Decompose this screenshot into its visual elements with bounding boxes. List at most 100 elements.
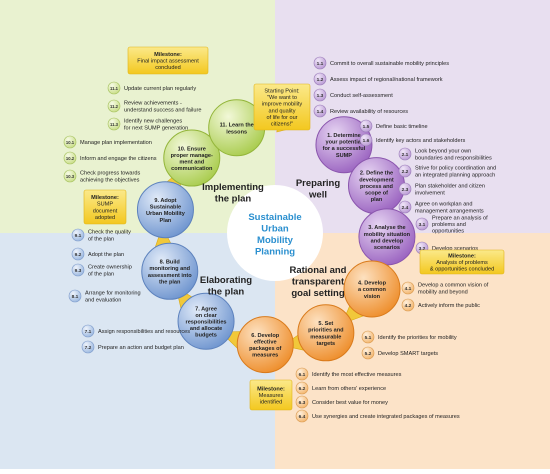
activity-number: 10.1 (66, 140, 75, 145)
activity-number: 3.1 (419, 222, 426, 228)
activity-number: 11.1 (110, 86, 119, 91)
step-label-line: mobility situation (364, 232, 411, 238)
step-label-line: lessons (226, 129, 247, 135)
activity-number: 4.1 (405, 286, 412, 292)
activity-text: Actively inform the public (418, 303, 480, 309)
step-label-line: 4. Develop (358, 281, 387, 287)
starting-point-note-line: of life for our (266, 115, 297, 121)
starting-point-note-line: improve mobility (262, 102, 303, 108)
activity-number: 9.3 (75, 268, 82, 274)
phase-rational-line: transparent (292, 277, 345, 288)
activity-text-line: Actively inform the public (418, 303, 480, 309)
phase-rational-line: Rational and (289, 265, 346, 276)
milestone-measures-line: Measures (259, 393, 284, 399)
activity-number: 10.3 (66, 174, 75, 179)
activity-text-line: opportunities (432, 229, 464, 235)
activity-text-line: Conduct self-assessment (330, 93, 393, 99)
milestone-final-impact-line: Final impact assessment (137, 59, 199, 65)
activity-text-line: of the plan (88, 236, 114, 242)
activity-text-line: Arrange for monitoring (85, 291, 141, 297)
milestone-sump-adopted-line: adopted (95, 215, 115, 221)
activity-text-line: and evaluation (85, 297, 121, 303)
activity-1-6: 1.6 Identify key actors and stakeholders (359, 133, 465, 147)
phase-elaborating-line: Elaborating (200, 275, 252, 286)
step-label-line: plan (371, 197, 383, 203)
step-circle (136, 181, 194, 239)
activity-text-line: Review achievements - (124, 101, 182, 107)
step-label-line: and develop (371, 238, 404, 244)
activity-text: Review achievements -understand success … (124, 101, 201, 114)
activity-number: 6.1 (299, 372, 306, 378)
step-label-line: 2. Define the (360, 171, 393, 177)
activity-text-line: problems and (432, 222, 466, 228)
milestone-analysis-line: Milestone: (448, 253, 476, 259)
milestone-sump-adopted-line: Milestone: (91, 195, 119, 201)
activity-text-line: Update current plan regularly (124, 86, 196, 92)
activity-text: Identify the most effective measures (312, 372, 402, 378)
step-label-line: budgets (195, 333, 217, 339)
activity-text: Update current plan regularly (124, 86, 196, 92)
activity-number-badge (71, 228, 85, 242)
activity-text-line: Inform and engage the citizens (80, 156, 157, 162)
phase-preparing-line: Preparing (296, 178, 341, 189)
step-label-line: and allocate (190, 326, 222, 332)
activity-11-1: 11.1 Update current plan regularly (107, 81, 196, 95)
step-label-line: 7. Agree (195, 306, 217, 312)
activity-number-badge (313, 104, 327, 118)
step-label-line: priorities and (308, 328, 344, 334)
activity-text-line: Develop scenarios (432, 246, 478, 252)
activity-number: 1.6 (363, 138, 370, 144)
activity-text-line: of the plan (88, 271, 114, 277)
starting-point-note-line: and quality (268, 108, 295, 114)
activity-number-badge (313, 88, 327, 102)
activity-text: Identify the priorities for mobility (378, 335, 457, 341)
activity-number-badge (398, 182, 412, 196)
milestone-sump-adopted-line: SUMP (97, 202, 113, 208)
activity-text-line: Identify key actors and stakeholders (376, 138, 465, 144)
milestone-final-impact-box (127, 46, 209, 75)
activity-number-badge (107, 117, 121, 131)
step-circle (236, 316, 294, 374)
milestone-measures-line: Milestone: (257, 386, 285, 392)
milestone-sump-adopted-line: document (93, 208, 118, 214)
activity-text-line: Assign responsibilities and resources (98, 329, 190, 335)
activity-text-line: Plan stakeholder and citizen (415, 184, 485, 190)
step-label-line: targets (317, 341, 336, 347)
activity-text-line: mobility and beyond (418, 289, 468, 295)
step-label-line: 9. Adopt (154, 198, 176, 204)
step-label-line: measures (252, 353, 278, 359)
step-label-line: effective (254, 339, 277, 345)
activity-number-badge (313, 72, 327, 86)
